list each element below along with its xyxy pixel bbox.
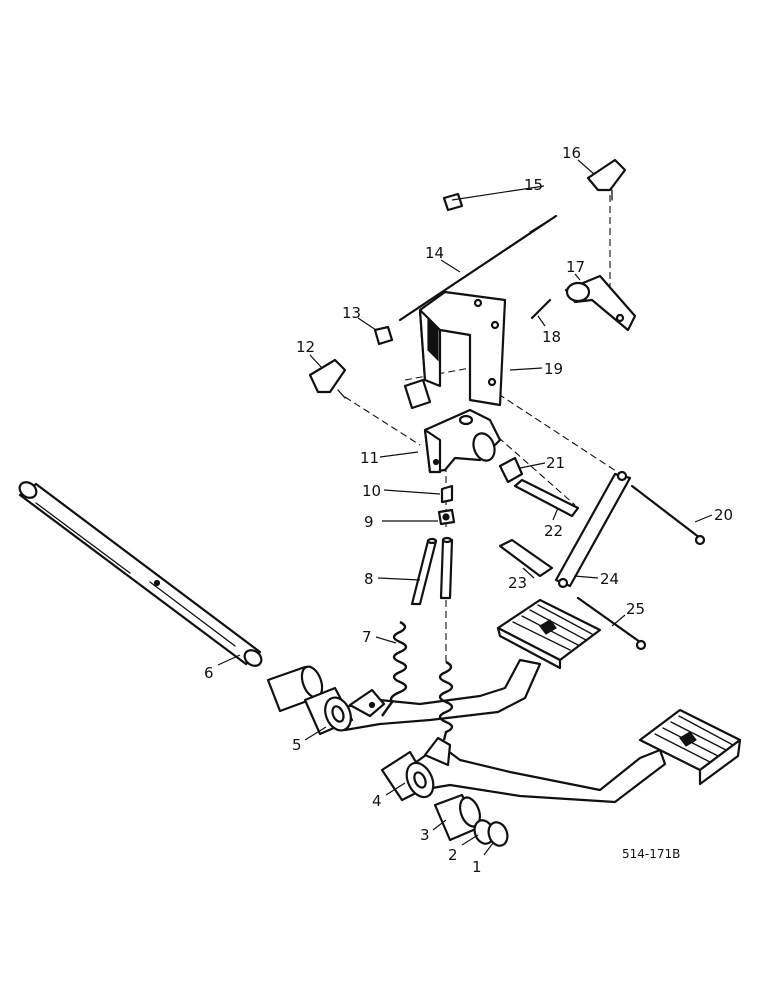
parts-21-23-bushings-pins — [403, 378, 580, 578]
part-20-bolt — [630, 484, 706, 546]
parts-13-15-nuts — [373, 192, 464, 346]
part-6-cross-shaft — [18, 481, 263, 667]
parts-9-10-bolt-nut — [437, 484, 456, 526]
part-17-lever — [564, 274, 637, 332]
callout-23: 23 — [508, 574, 527, 592]
part-7-springs — [381, 620, 454, 741]
leader-lines — [217, 159, 713, 856]
callout-17: 17 — [566, 258, 585, 276]
callout-8: 8 — [364, 570, 374, 588]
callout-6: 6 — [204, 664, 214, 682]
callout-15: 15 — [524, 176, 543, 194]
part-16-clevis — [586, 158, 627, 201]
callout-22: 22 — [544, 522, 563, 540]
callout-2: 2 — [448, 846, 458, 864]
part-24-link — [554, 470, 632, 589]
lower-brake-pedal — [380, 708, 742, 804]
callout-21: 21 — [546, 454, 565, 472]
parts-1-3-bushing-rings — [433, 793, 509, 847]
callout-12: 12 — [296, 338, 315, 356]
callout-10: 10 — [362, 482, 381, 500]
part-25-bolt — [576, 596, 647, 651]
figure-reference-number: 514-171B — [622, 847, 680, 861]
callout-3: 3 — [420, 826, 430, 844]
callout-9: 9 — [364, 513, 374, 531]
callout-14: 14 — [425, 244, 444, 262]
callout-7: 7 — [362, 628, 372, 646]
callout-4: 4 — [372, 792, 382, 810]
callout-18: 18 — [542, 328, 561, 346]
callout-19: 19 — [544, 360, 563, 378]
part-19-mounting-bracket — [418, 290, 507, 407]
part-11-pivot-bracket — [423, 408, 502, 474]
callout-1: 1 — [472, 858, 482, 876]
callout-11: 11 — [360, 449, 379, 467]
part-14-adjusting-rod — [398, 214, 558, 322]
callout-labels: 1 2 3 4 5 6 7 8 9 10 11 12 13 14 15 16 1… — [204, 144, 733, 876]
callout-5: 5 — [292, 736, 302, 754]
callout-13: 13 — [342, 304, 361, 322]
part-12-clevis — [308, 358, 347, 399]
callout-25: 25 — [626, 600, 645, 618]
callout-20: 20 — [714, 506, 733, 524]
callout-24: 24 — [600, 570, 619, 588]
part-8-pins — [410, 536, 454, 606]
part-18-pin — [530, 298, 552, 320]
upper-brake-pedal — [303, 598, 602, 736]
callout-16: 16 — [562, 144, 581, 162]
